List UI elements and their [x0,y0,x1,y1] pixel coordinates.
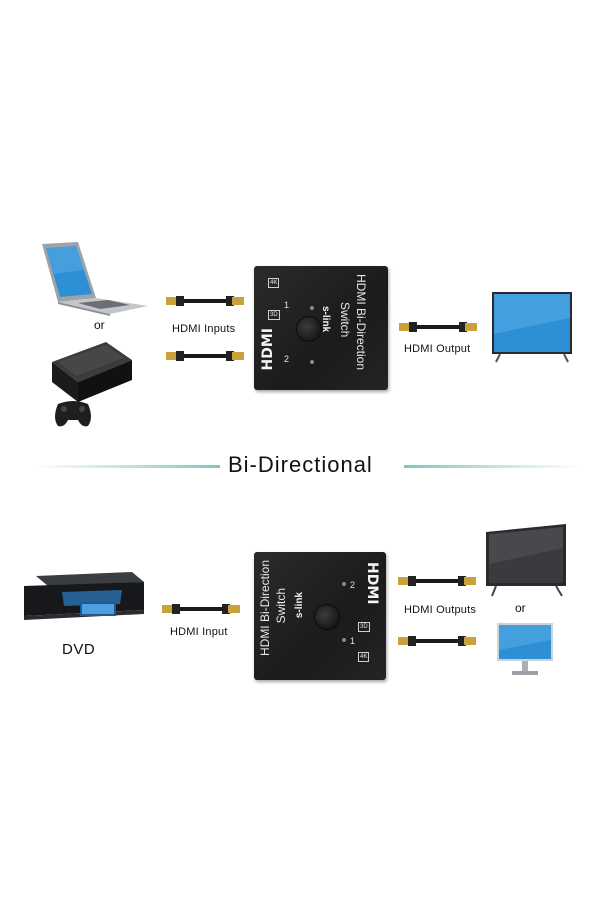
port1-number: 1 [284,300,290,310]
or-label-top: or [94,318,105,332]
brand-logo: s-link [320,306,331,333]
hdmi-switch-icon: HDMI Bi-Direction Switch s-link HDMI 3D … [254,552,386,680]
hdmi-cable-icon [166,296,244,306]
hdmi-cable-icon [398,636,476,646]
switch-text-line2: Switch [274,588,288,624]
hdmi-cable-icon [398,576,476,586]
switch-text-line2: Switch [338,302,352,338]
dvd-player-icon [24,572,144,620]
port2-number: 2 [350,580,356,590]
hdmi-cable-icon [399,322,477,332]
port2-led [310,360,314,364]
hdmi-logo: HDMI [260,328,276,371]
hdmi-inputs-label: HDMI Inputs [172,323,236,335]
badge-3d: 3D [358,622,370,632]
port2-number: 2 [284,354,290,364]
port2-led [342,582,346,586]
brand-logo: s-link [294,592,305,619]
port1-number: 1 [350,636,356,646]
hdmi-outputs-label: HDMI Outputs [404,604,477,616]
badge-4k: 4K [268,278,280,288]
divider-left [34,465,220,468]
gamepad-icon [55,401,91,427]
hdmi-switch-icon: HDMI Bi-Direction Switch s-link HDMI 4K … [254,266,388,390]
laptop-icon [42,242,148,316]
badge-4k: 4K [358,652,370,662]
divider-right [404,465,580,468]
badge-3d: 3D [268,310,280,320]
game-console-icon [52,342,132,402]
switch-button [314,604,340,630]
or-label-bottom: or [515,601,526,615]
dvd-label: DVD [62,641,96,658]
hdmi-input-label: HDMI Input [170,626,228,638]
tv-icon [486,524,566,597]
port1-led [342,638,346,642]
desktop-monitor-icon [497,623,553,675]
switch-text-line1: HDMI Bi-Direction [258,560,272,657]
switch-text-line1: HDMI Bi-Direction [354,274,368,371]
port1-led [310,306,314,310]
switch-button [296,316,322,342]
tv-monitor-icon [492,292,572,363]
hdmi-logo: HDMI [364,562,380,605]
hdmi-cable-icon [162,604,240,614]
hdmi-output-label: HDMI Output [404,343,471,355]
hdmi-cable-icon [166,351,244,361]
diagram-title: Bi-Directional [228,452,373,477]
